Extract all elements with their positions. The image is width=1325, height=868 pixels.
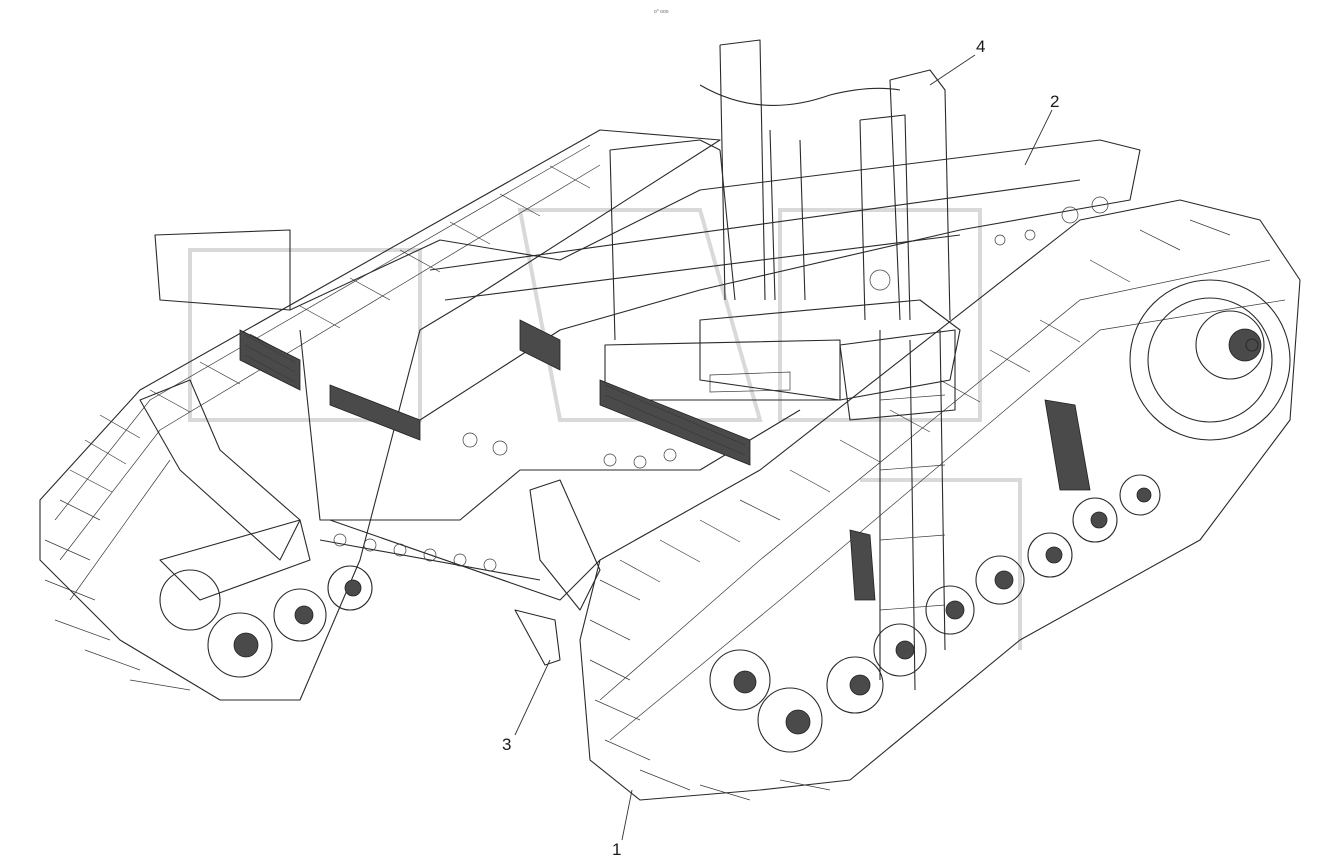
main-frame xyxy=(154,139,1141,601)
leader-2 xyxy=(1024,109,1053,166)
callout-label-4: 4 xyxy=(976,37,985,56)
left-track-treads xyxy=(44,165,591,691)
right-track xyxy=(579,199,1301,801)
callout-label-1: 1 xyxy=(612,840,621,859)
callout-leaders xyxy=(514,54,1053,841)
left-road-wheels xyxy=(159,565,373,678)
callout-label-2: 2 xyxy=(1050,92,1059,111)
header-mark: о° ооо xyxy=(654,9,669,15)
right-track-treads xyxy=(589,219,1231,801)
handrail xyxy=(609,39,951,691)
suspension-springs xyxy=(239,319,1091,601)
right-road-wheels xyxy=(709,474,1161,753)
platform xyxy=(604,299,961,421)
leader-1 xyxy=(621,789,633,841)
leader-4 xyxy=(929,54,976,86)
callout-label-3: 3 xyxy=(502,735,511,754)
right-drive-sprocket xyxy=(1129,279,1291,441)
left-track xyxy=(39,129,721,701)
leader-3 xyxy=(514,659,551,736)
linkage-arms xyxy=(139,379,601,666)
watermark xyxy=(188,208,1022,650)
frame-holes xyxy=(333,196,1109,572)
